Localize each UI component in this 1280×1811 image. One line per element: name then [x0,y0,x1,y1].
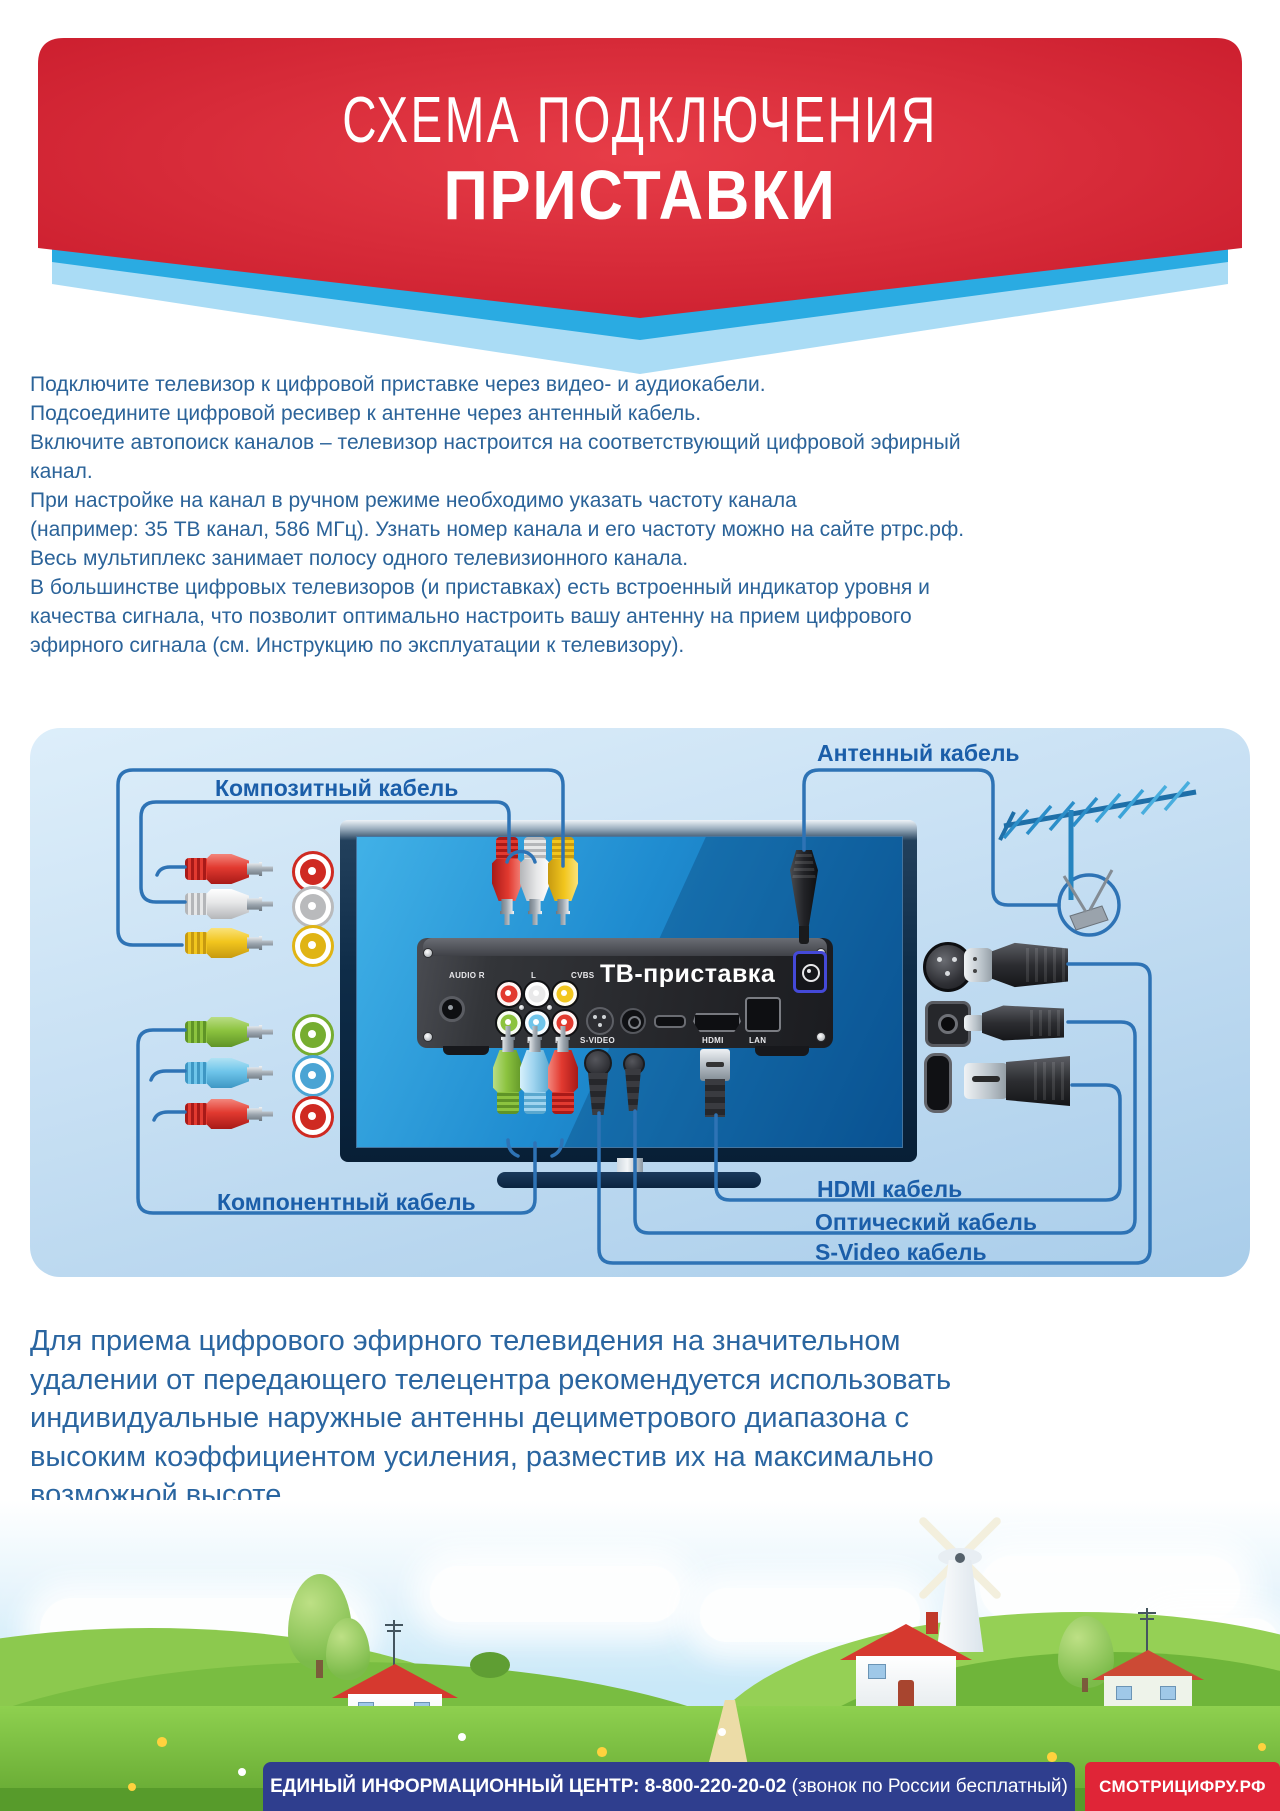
outro-line: индивидуальные наружные антенны дециметр… [30,1402,910,1434]
port-label-hdmi: HDMI [702,1036,724,1045]
component-plug-blue [185,1058,273,1088]
label-hdmi-cable: HDMI кабель [817,1176,963,1202]
footer-site-label: СМОТРИЦИФРУ.РФ [1099,1776,1266,1796]
lan-port-icon [745,997,781,1032]
outro-text: Для приема цифрового эфирного телевидени… [30,1322,1040,1515]
tv-stand-base [497,1172,761,1188]
label-component-cable: Компонентный кабель [217,1189,476,1215]
intro-line: Подключите телевизор к цифровой приставк… [30,373,766,396]
outro-line: Для приема цифрового эфирного телевидени… [30,1325,901,1357]
screw-icon [423,948,433,958]
under-plug-svideo [584,1049,612,1115]
rca-ring-green [292,1014,334,1056]
optical-port-icon [620,1008,646,1034]
screw-icon [816,1032,826,1042]
footer-note: (звонок по России бесплатный) [791,1775,1068,1797]
intro-line: канал. [30,460,93,483]
outro-line: удалении от передающего телецентра реком… [30,1363,952,1396]
component-plug-green [185,1017,273,1047]
rca-jack-yellow [551,980,579,1008]
port-label-lan: LAN [749,1036,767,1045]
label-composite-cable: Композитный кабель [215,775,459,801]
port-label-audio-r: AUDIO R [449,971,485,980]
stb-name-label: ТВ-приставка [600,960,776,988]
outro-line: высоким коэффициентом усиления, размести… [30,1440,934,1473]
power-port-icon [439,996,465,1022]
header-banner [38,38,1242,374]
usb-slot-icon [654,1015,686,1028]
hdmi-socket-icon [924,1053,952,1113]
banner-red-shape [38,38,1242,318]
rca-ring-blue [292,1055,334,1097]
screw-icon [518,1004,525,1011]
intro-line: Весь мультиплекс занимает полосу одного … [30,547,689,570]
intro-text: Подключите телевизор к цифровой приставк… [30,370,1260,660]
antenna-plug [790,850,818,946]
intro-line: При настройке на канал в ручном режиме н… [30,489,797,512]
footer-site-badge: СМОТРИЦИФРУ.РФ [1085,1762,1280,1811]
title-line2: ПРИСТАВКИ [443,156,837,234]
intro-line: В большинстве цифровых телевизоров (и пр… [30,576,930,599]
hdmi-male-plug [964,1056,1070,1106]
page-title: СХЕМА ПОДКЛЮЧЕНИЯ ПРИСТАВКИ [0,83,1280,234]
screw-icon [423,1032,433,1042]
cloud [980,1556,1240,1620]
intro-line: эфирного сигнала (см. Инструкцию по эксп… [30,634,685,657]
under-plug-green [493,1026,523,1114]
hanging-plug-white [520,837,550,925]
under-plug-red [548,1026,578,1114]
label-antenna-cable: Антенный кабель [817,740,1020,766]
intro-line: Включите автопоиск каналов – телевизор н… [30,431,961,454]
under-plug-blue [520,1026,550,1114]
optical-male-plug [964,1004,1064,1042]
component-plug-red [185,1099,273,1129]
rca-ring-white [292,886,334,928]
rca-ring-red2 [292,1096,334,1138]
intro-line: качества сигнала, что позволит оптимальн… [30,605,912,628]
landscape-illustration [0,1500,1280,1811]
svideo-male-plug [964,942,1068,988]
rca-jack-red [495,980,523,1008]
hanging-plug-red [492,837,522,925]
composite-plug-yellow [185,928,273,958]
footer-info-bar: ЕДИНЫЙ ИНФОРМАЦИОННЫЙ ЦЕНТР: 8-800-220-2… [263,1762,1075,1811]
intro-line: Подсоедините цифровой ресивер к антенне … [30,402,702,425]
under-plug-optical [621,1053,645,1111]
stb-foot [443,1046,489,1055]
composite-plug-white [185,889,273,919]
stb-foot [755,1046,809,1056]
hanging-plug-yellow [548,837,578,925]
hdmi-port-icon [693,1013,741,1032]
svideo-port-icon [586,1007,614,1035]
rca-ring-yellow [292,925,334,967]
composite-plug-red [185,854,273,884]
screw-icon [546,1004,553,1011]
intro-line: (например: 35 ТВ канал, 586 МГц). Узнать… [30,518,965,541]
footer-center-label: ЕДИНЫЙ ИНФОРМАЦИОННЫЙ ЦЕНТР: [270,1775,640,1797]
flowers [40,1710,44,1714]
port-label-l: L [531,971,537,980]
cloud [430,1566,680,1622]
label-svideo-cable: S-Video кабель [815,1239,987,1265]
port-label-cvbs: CVBS [571,971,595,980]
port-label-svideo: S-VIDEO [580,1036,615,1045]
rca-jack-white [523,980,551,1008]
under-plug-hdmi [698,1049,732,1117]
title-line1: СХЕМА ПОДКЛЮЧЕНИЯ [342,83,938,157]
antenna-in-port-icon [793,951,827,993]
label-optical-cable: Оптический кабель [815,1209,1038,1235]
footer-phone: 8-800-220-20-02 [644,1775,787,1797]
